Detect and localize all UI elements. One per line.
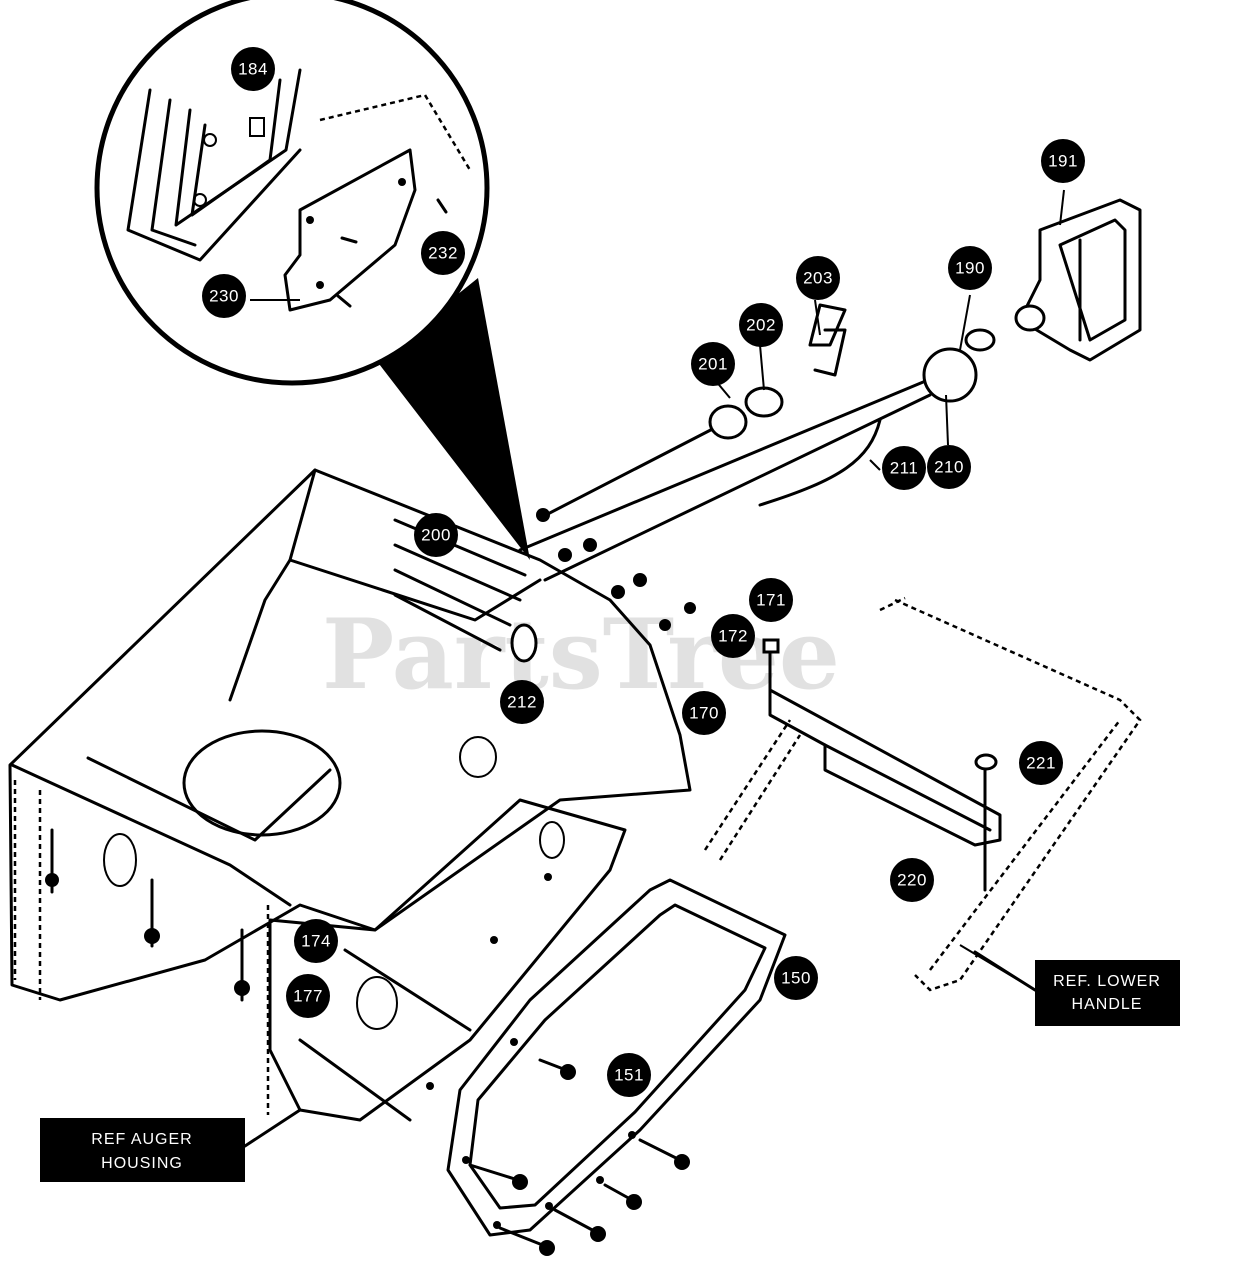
- callout-171-bottom: 177: [286, 974, 330, 1018]
- svg-text:171: 171: [756, 591, 786, 610]
- callout-171-top: 171: [749, 578, 793, 622]
- handle-bracket: [703, 596, 1142, 992]
- svg-text:203: 203: [803, 269, 833, 288]
- svg-text:HOUSING: HOUSING: [101, 1155, 183, 1172]
- callout-150: 150: [774, 956, 818, 1000]
- callout-211: 211: [882, 446, 926, 490]
- callout-191: 191: [1041, 139, 1085, 183]
- svg-text:221: 221: [1026, 754, 1056, 773]
- watermark-text: PartsTree: [322, 598, 840, 711]
- svg-text:190: 190: [955, 259, 985, 278]
- svg-text:230: 230: [209, 287, 239, 306]
- svg-text:200: 200: [421, 526, 451, 545]
- svg-text:174: 174: [301, 932, 331, 951]
- svg-text:HANDLE: HANDLE: [1072, 996, 1143, 1013]
- callout-203: 203: [796, 256, 840, 300]
- svg-text:202: 202: [746, 316, 776, 335]
- svg-text:232: 232: [428, 244, 458, 263]
- callout-184: 184: [231, 47, 275, 91]
- callout-172: 172: [711, 614, 755, 658]
- svg-text:151: 151: [614, 1066, 644, 1085]
- callout-221: 221: [1019, 741, 1063, 785]
- callout-190: 190: [948, 246, 992, 290]
- svg-text:191: 191: [1048, 152, 1078, 171]
- svg-text:REF AUGER: REF AUGER: [91, 1131, 192, 1148]
- callout-202: 202: [739, 303, 783, 347]
- ref-lower-handle-label: REF. LOWER HANDLE: [973, 950, 1180, 1026]
- belt-cover: [446, 878, 787, 1256]
- detail-magnifier: [94, 0, 530, 560]
- crank-assembly: [518, 189, 1142, 631]
- callout-170: 170: [682, 691, 726, 735]
- svg-text:212: 212: [507, 693, 537, 712]
- callout-230: 230: [202, 274, 246, 318]
- ref-auger-housing-label: REF AUGER HOUSING: [40, 1108, 302, 1182]
- svg-text:170: 170: [689, 704, 719, 723]
- svg-text:177: 177: [293, 987, 323, 1006]
- callout-174: 174: [294, 919, 338, 963]
- callout-220: 220: [890, 858, 934, 902]
- svg-text:150: 150: [781, 969, 811, 988]
- svg-text:184: 184: [238, 60, 268, 79]
- svg-text:201: 201: [698, 355, 728, 374]
- chute-housing-body: [8, 468, 692, 1115]
- callout-210: 210: [927, 445, 971, 489]
- svg-text:REF. LOWER: REF. LOWER: [1053, 973, 1161, 990]
- callout-200: 200: [414, 513, 458, 557]
- callout-201: 201: [691, 342, 735, 386]
- svg-text:211: 211: [890, 459, 919, 478]
- lower-plate-assembly: [268, 798, 627, 1122]
- svg-text:172: 172: [718, 627, 748, 646]
- callout-212: 212: [500, 680, 544, 724]
- callout-232: 232: [421, 231, 465, 275]
- svg-text:220: 220: [897, 871, 927, 890]
- svg-text:210: 210: [934, 458, 964, 477]
- callout-151: 151: [607, 1053, 651, 1097]
